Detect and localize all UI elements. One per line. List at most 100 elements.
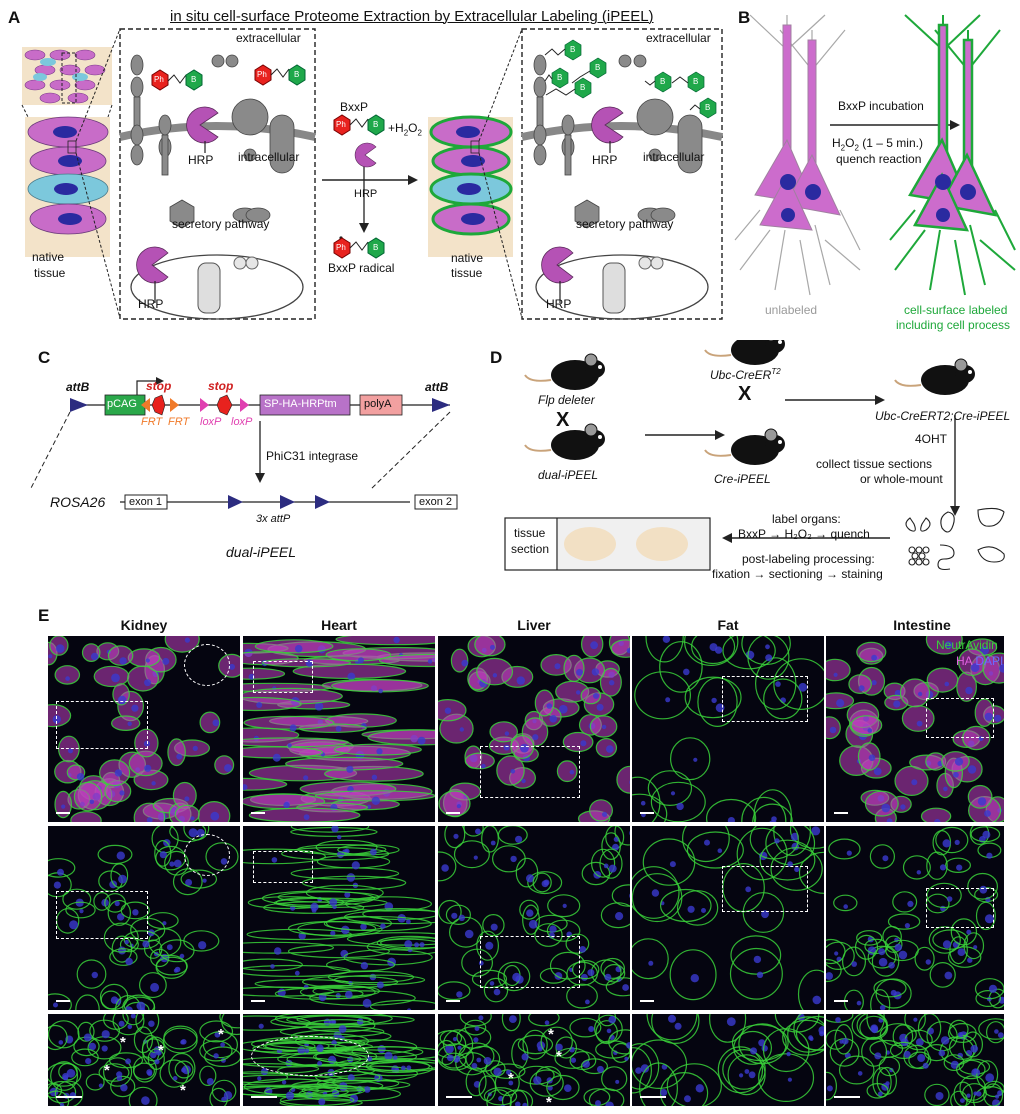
- reaction-bxxp-label: BxxP: [340, 100, 369, 114]
- panel-b-step2: H2O2 (1 – 5 min.): [832, 136, 923, 153]
- polya-label: polyA: [364, 398, 392, 410]
- asterisk-marker: *: [104, 1062, 110, 1079]
- reaction-h2o2-label: +H2O2: [388, 121, 422, 138]
- micrograph-liver-row1: [438, 636, 630, 822]
- panel-b-letter: B: [738, 8, 751, 27]
- roi-box: [56, 891, 148, 939]
- label-organs-1: label organs:: [772, 512, 841, 526]
- panel-a-title: in situ cell-surface Proteome Extraction…: [170, 8, 654, 25]
- legend-ha-dapi: HA DAPI: [956, 654, 1003, 668]
- micrograph-intestine-row2: [826, 826, 1004, 1010]
- cre-ipeel-label: Cre-iPEEL: [714, 472, 771, 486]
- legend-ha: HA: [956, 654, 973, 668]
- right-hrp-bottom-label: HRP: [546, 297, 572, 311]
- left-extracellular-label: extracellular: [236, 31, 301, 45]
- organ-title-liver: Liver: [517, 617, 551, 633]
- asterisk-marker: *: [120, 1034, 126, 1051]
- ubc-cross-label: Ubc-CreERT2;Cre-iPEEL: [875, 409, 1011, 423]
- micrograph-heart-row2: [243, 826, 435, 1010]
- svg-text:Ph: Ph: [154, 75, 164, 84]
- micrograph-intestine-row1: [826, 636, 1004, 822]
- asterisk-marker: *: [218, 1026, 224, 1043]
- roi-box: [722, 866, 808, 912]
- micrograph-kidney-row2: [48, 826, 240, 1010]
- dual-ipeel-label: dual-iPEEL: [226, 544, 297, 560]
- asterisk-marker: *: [546, 1094, 552, 1106]
- panel-b-step3: quench reaction: [836, 152, 922, 166]
- scalebar: [640, 812, 654, 814]
- legend-dapi: DAPI: [975, 654, 1004, 668]
- left-intracellular-label: intracellular: [238, 150, 300, 164]
- asterisk-marker: *: [180, 1082, 186, 1099]
- micrograph-liver-row2: [438, 826, 630, 1010]
- stop-2-label: stop: [208, 379, 234, 393]
- frt-1-label: FRT: [141, 416, 163, 428]
- micrograph-heart-row1: [243, 636, 435, 822]
- roi-box: [480, 936, 580, 988]
- scalebar: [834, 1000, 848, 1002]
- scalebar: [640, 1000, 654, 1002]
- roi-box: [722, 676, 808, 722]
- cross-x-1: X: [556, 409, 570, 431]
- glomerulus-circle: [184, 834, 230, 876]
- panel-e-letter: E: [38, 606, 50, 625]
- attp-label: 3x attP: [256, 513, 291, 525]
- svg-text:B: B: [595, 63, 600, 72]
- scalebar: [56, 812, 70, 814]
- roi-box: [56, 701, 148, 749]
- scalebar: [834, 812, 848, 814]
- svg-text:B: B: [580, 83, 585, 92]
- attb-left-label: attB: [66, 380, 90, 394]
- micrograph-fat-row3: [632, 1014, 824, 1106]
- right-secretory-label: secretory pathway: [576, 217, 674, 231]
- svg-text:B: B: [693, 77, 698, 86]
- right-hrp-label: HRP: [592, 153, 618, 167]
- organ-title-intestine: Intestine: [893, 617, 951, 633]
- scalebar: [446, 1096, 472, 1098]
- sp-ha-hrptm-label: SP-HA-HRPtm: [264, 398, 337, 410]
- panel-c-construct: [30, 377, 458, 510]
- roi-box: [480, 746, 580, 798]
- scalebar: [251, 1000, 265, 1002]
- asterisk-marker: *: [158, 1042, 164, 1059]
- micrograph-kidney-row3: * * * * *: [48, 1014, 240, 1106]
- scalebar: [834, 1096, 860, 1098]
- micrograph-heart-row3: [243, 1014, 435, 1106]
- collect-label-2: or whole-mount: [860, 472, 943, 486]
- micrograph-fat-row2: [632, 826, 824, 1010]
- scalebar: [56, 1096, 82, 1098]
- panel-d-letter: D: [490, 348, 503, 367]
- cross-x-2: X: [738, 383, 752, 405]
- panel-c-letter: C: [38, 348, 51, 367]
- dual-ipeel-mouse-label: dual-iPEEL: [538, 468, 599, 482]
- roi-ellipse: [251, 1036, 369, 1076]
- reaction-radical-label: BxxP radical: [328, 261, 395, 275]
- mouse-cross: [894, 358, 976, 399]
- roi-box: [253, 661, 313, 693]
- flp-deleter-label: Flp deleter: [538, 393, 595, 407]
- collect-label-1: collect tissue sections: [816, 457, 933, 471]
- organ-title-fat: Fat: [717, 617, 739, 633]
- panel-b-labeled-2: including cell process: [896, 318, 1011, 332]
- asterisk-marker: *: [508, 1070, 514, 1087]
- reaction-hrp-label: HRP: [354, 188, 378, 200]
- scalebar: [446, 812, 460, 814]
- organ-title-heart: Heart: [321, 617, 357, 633]
- svg-text:B: B: [557, 73, 562, 82]
- rosa26-label: ROSA26: [50, 494, 106, 510]
- post-labeling-1: post-labeling processing:: [742, 552, 875, 566]
- svg-text:B: B: [294, 70, 299, 79]
- svg-text:B: B: [660, 77, 665, 86]
- micrograph-intestine-row3: [826, 1014, 1004, 1106]
- tissue-thumbnail-left: [22, 47, 112, 105]
- exon-2-label: exon 2: [419, 496, 453, 508]
- scalebar: [640, 1096, 666, 1098]
- scalebar: [446, 1000, 460, 1002]
- svg-text:B: B: [373, 243, 378, 252]
- asterisk-marker: *: [556, 1048, 562, 1065]
- mouse-flp: [524, 353, 606, 394]
- svg-text:B: B: [570, 45, 575, 54]
- mouse-ubc: [704, 340, 786, 369]
- svg-text:B: B: [191, 75, 196, 84]
- svg-text:Ph: Ph: [257, 70, 267, 79]
